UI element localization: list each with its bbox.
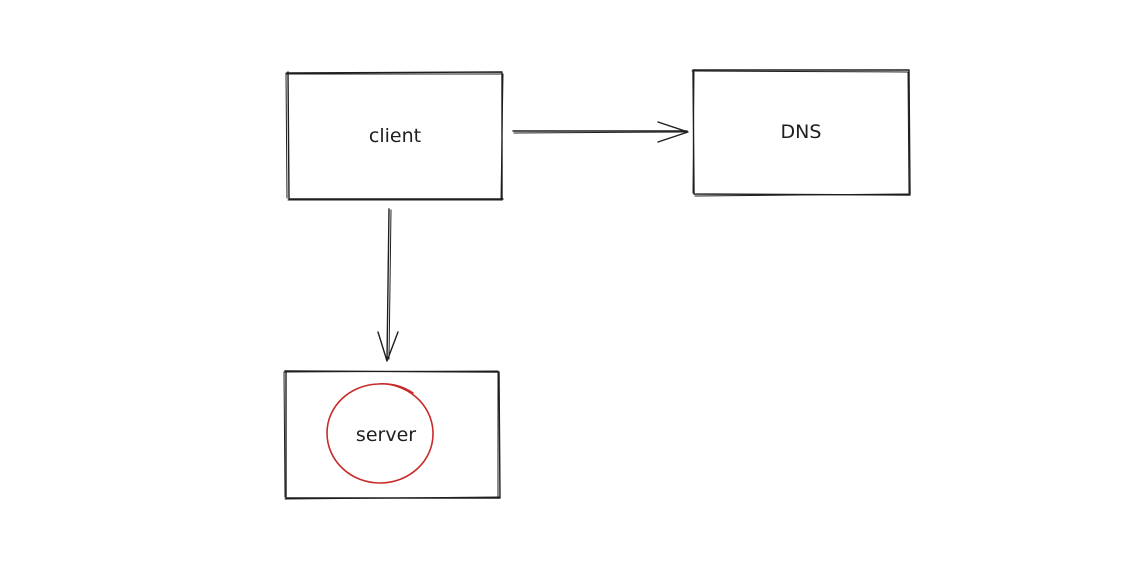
highlight-stroke [326, 383, 434, 484]
client-label: client [369, 125, 421, 147]
dns-node[interactable]: DNS [691, 69, 911, 197]
server-label: server [356, 424, 416, 446]
server-highlight-circle [326, 383, 434, 484]
dns-label: DNS [781, 121, 822, 143]
client-node[interactable]: client [285, 71, 504, 201]
server-node[interactable] [283, 370, 501, 500]
arrow-client-to-server[interactable] [377, 208, 399, 362]
arrow-client-to-dns[interactable] [512, 121, 689, 143]
